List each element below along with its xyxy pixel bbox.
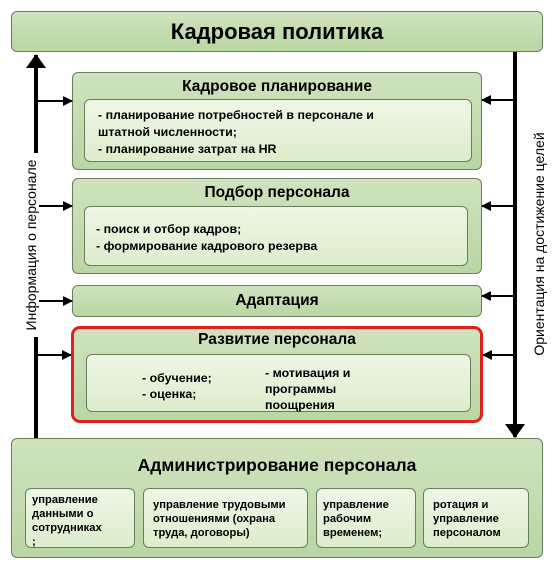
development-left-item: - обучение; (142, 371, 212, 385)
admin-cell-line: данными о (32, 508, 94, 520)
selection-title: Подбор персонала (204, 184, 350, 201)
admin-cell-employee-data: управление данными о сотрудниках ; (25, 488, 135, 548)
admin-cell-line: рабочим (323, 513, 372, 525)
selection-inner: - поиск и отбор кадров; - формирование к… (84, 206, 468, 266)
admin-cell-rotation: ротация и управление персоналом (423, 488, 529, 548)
development-left-item: - оценка; (142, 387, 197, 401)
development-right-item: программы (265, 382, 337, 396)
left-side-label: Информация о персонале (23, 153, 39, 337)
planning-inner: - планирование потребностей в персонале … (84, 99, 472, 162)
admin-cell-line: управление (323, 499, 389, 511)
planning-item: - планирование затрат на HR (98, 142, 277, 156)
admin-cell-labor-relations: управление трудовыми отношениями (охрана… (143, 488, 308, 548)
top-policy-box: Кадровая политика (11, 11, 543, 52)
development-title: Развитие персонала (198, 331, 356, 348)
development-right-item: - мотивация и (265, 366, 351, 380)
planning-box: Кадровое планирование - планирование пот… (72, 72, 482, 170)
development-inner: - обучение; - оценка; - мотивация и прог… (86, 354, 471, 412)
administration-title: Администрирование персонала (137, 455, 417, 475)
planning-item: штатной численности; (98, 125, 237, 139)
selection-item: - формирование кадрового резерва (96, 239, 318, 253)
admin-cell-line: управление (433, 513, 499, 525)
admin-cell-line: временем; (323, 527, 383, 539)
admin-cell-line: управление трудовыми (153, 499, 286, 511)
admin-cell-line: ротация и (433, 499, 489, 511)
selection-box: Подбор персонала - поиск и отбор кадров;… (72, 178, 482, 274)
admin-cell-line: труда, договоры) (153, 527, 250, 539)
admin-cell-work-time: управление рабочим временем; (316, 488, 416, 548)
adaptation-title: Адаптация (235, 292, 319, 309)
development-right-item: поощрения (265, 398, 335, 412)
admin-cell-line: персоналом (433, 527, 501, 539)
right-side-label: Ориентация на достижение целей (531, 122, 547, 366)
admin-cell-line: управление (32, 494, 98, 506)
admin-cell-line: ; (32, 536, 36, 548)
planning-title: Кадровое планирование (182, 78, 372, 95)
top-policy-title: Кадровая политика (170, 19, 384, 44)
selection-item: - поиск и отбор кадров; (96, 222, 242, 236)
admin-cell-line: отношениями (охрана (153, 513, 276, 525)
planning-item: - планирование потребностей в персонале … (98, 108, 374, 122)
admin-cell-line: сотрудниках (32, 522, 102, 534)
adaptation-box: Адаптация (72, 285, 482, 317)
development-box: Развитие персонала - обучение; - оценка;… (71, 326, 483, 423)
